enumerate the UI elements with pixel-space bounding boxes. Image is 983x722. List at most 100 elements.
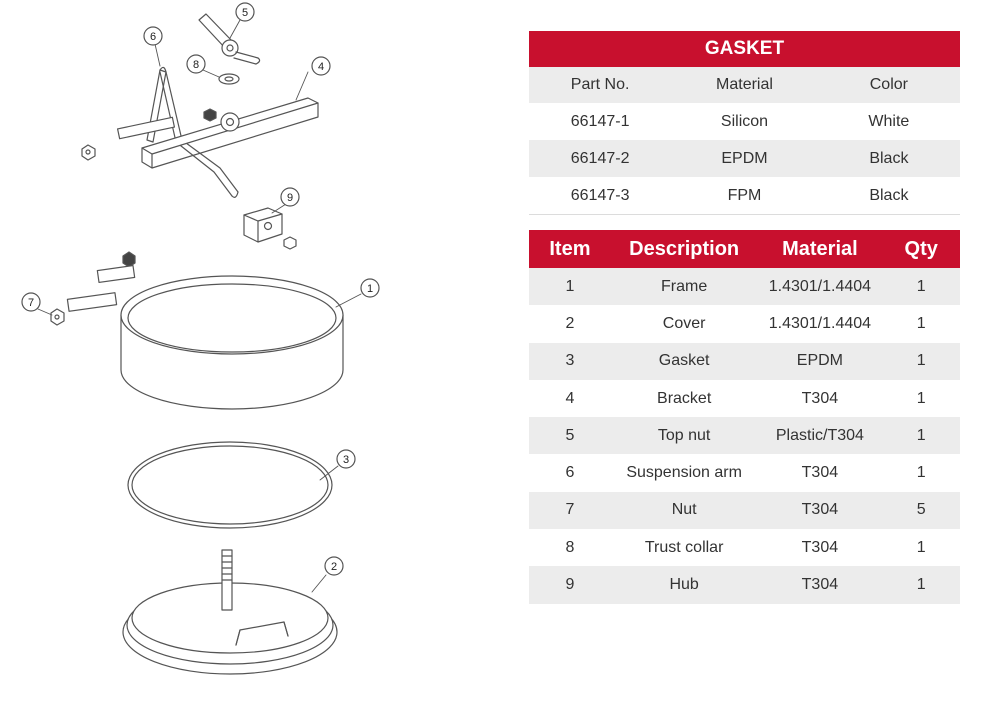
description: Cover xyxy=(662,314,706,332)
bracket-nut xyxy=(203,108,217,122)
callout-5: 5 xyxy=(235,2,255,22)
col-header-material: Material xyxy=(757,230,883,268)
qty: 1 xyxy=(916,538,926,556)
trust-collar xyxy=(218,73,240,85)
svg-text:1: 1 xyxy=(367,283,373,295)
col-header-color: Color xyxy=(817,67,960,103)
svg-text:3: 3 xyxy=(343,454,349,466)
qty: 1 xyxy=(916,464,926,482)
col-header-item: Item xyxy=(529,230,611,268)
frame-nut xyxy=(122,251,136,268)
hub xyxy=(243,207,297,250)
callout-2: 2 xyxy=(324,556,344,576)
description: Gasket xyxy=(610,342,758,380)
callout-1: 1 xyxy=(360,278,380,298)
callout-9: 9 xyxy=(280,187,300,207)
col-header-qty: Qty xyxy=(882,230,960,268)
col-header-part-no: Part No. xyxy=(529,67,672,103)
color: Black xyxy=(817,140,960,177)
table-row: 1 Frame 1.4301/1.4404 1 xyxy=(529,268,960,306)
material: 1.4301/1.4404 xyxy=(768,314,872,332)
svg-text:4: 4 xyxy=(318,61,324,73)
parts-table: Item Description Material Qty 1 Frame 1.… xyxy=(529,230,960,604)
callout-4: 4 xyxy=(311,56,331,76)
table-row: 6 Suspension arm T304 1 xyxy=(529,454,960,491)
svg-text:9: 9 xyxy=(287,192,293,204)
table-row: 5 Top nut Plastic/T304 1 xyxy=(529,417,960,455)
material: Plastic/T304 xyxy=(757,417,883,455)
nut-left-arm xyxy=(81,144,96,161)
frame xyxy=(66,264,344,410)
callout-8: 8 xyxy=(186,54,206,74)
item: 7 xyxy=(529,491,611,530)
qty: 5 xyxy=(882,491,960,530)
qty: 1 xyxy=(882,566,960,604)
exploded-assembly-diagram: 5 6 4 8 9 1 7 3 2 xyxy=(21,2,380,675)
part-no: 66147-3 xyxy=(529,177,672,215)
material: T304 xyxy=(757,491,883,530)
svg-text:8: 8 xyxy=(193,59,199,71)
table-row: 7 Nut T304 5 xyxy=(529,491,960,530)
item: 6 xyxy=(565,464,575,482)
part-no: 66147-1 xyxy=(570,112,630,130)
description: Hub xyxy=(610,566,758,604)
svg-text:5: 5 xyxy=(242,7,248,19)
color: Black xyxy=(817,177,960,215)
gasket xyxy=(127,441,333,529)
top-nut xyxy=(198,13,261,65)
qty: 1 xyxy=(882,342,960,380)
suspension-arm xyxy=(116,66,239,198)
table-row: 8 Trust collar T304 1 xyxy=(529,529,960,566)
callout-7: 7 xyxy=(21,292,41,312)
nut-far-left xyxy=(50,308,65,326)
table-row: 4 Bracket T304 1 xyxy=(529,380,960,417)
gasket-table: GASKET Part No. Material Color 66147-1 S… xyxy=(529,31,960,215)
item: 9 xyxy=(529,566,611,604)
description: Nut xyxy=(610,491,758,530)
table-row: 3 Gasket EPDM 1 xyxy=(529,342,960,380)
material: T304 xyxy=(801,538,839,556)
table-row: 2 Cover 1.4301/1.4404 1 xyxy=(529,305,960,342)
description: Bracket xyxy=(657,389,712,407)
item: 3 xyxy=(529,342,611,380)
col-header-material: Material xyxy=(671,67,818,103)
item: 1 xyxy=(529,268,611,306)
item: 5 xyxy=(529,417,611,455)
part-no: 66147-2 xyxy=(529,140,672,177)
item: 8 xyxy=(565,538,575,556)
material: FPM xyxy=(671,177,818,215)
bracket xyxy=(141,97,319,169)
table-row: 66147-1 Silicon White xyxy=(529,103,960,140)
qty: 1 xyxy=(916,314,926,332)
material: T304 xyxy=(757,566,883,604)
qty: 1 xyxy=(882,268,960,306)
table-row: 66147-3 FPM Black xyxy=(529,177,960,215)
leader-lines xyxy=(37,19,362,593)
cover xyxy=(122,549,338,675)
description: Top nut xyxy=(610,417,758,455)
svg-text:6: 6 xyxy=(150,31,156,43)
description: Frame xyxy=(610,268,758,306)
gasket-table-title: GASKET xyxy=(529,31,960,67)
material: T304 xyxy=(801,464,839,482)
item: 4 xyxy=(565,389,575,407)
svg-text:7: 7 xyxy=(28,297,34,309)
svg-text:2: 2 xyxy=(331,561,337,573)
callouts: 5 6 4 8 9 1 7 3 2 xyxy=(21,2,380,576)
material: 1.4301/1.4404 xyxy=(757,268,883,306)
table-row: 66147-2 EPDM Black xyxy=(529,140,960,177)
material: EPDM xyxy=(757,342,883,380)
item: 2 xyxy=(565,314,575,332)
col-header-description: Description xyxy=(610,230,758,268)
qty: 1 xyxy=(916,389,926,407)
table-row: 9 Hub T304 1 xyxy=(529,566,960,604)
material: Silicon xyxy=(720,112,769,130)
callout-6: 6 xyxy=(143,26,163,46)
description: Suspension arm xyxy=(626,464,742,482)
material: EPDM xyxy=(671,140,818,177)
qty: 1 xyxy=(882,417,960,455)
color: White xyxy=(868,112,910,130)
description: Trust collar xyxy=(644,538,724,556)
material: T304 xyxy=(801,389,839,407)
callout-3: 3 xyxy=(336,449,356,469)
